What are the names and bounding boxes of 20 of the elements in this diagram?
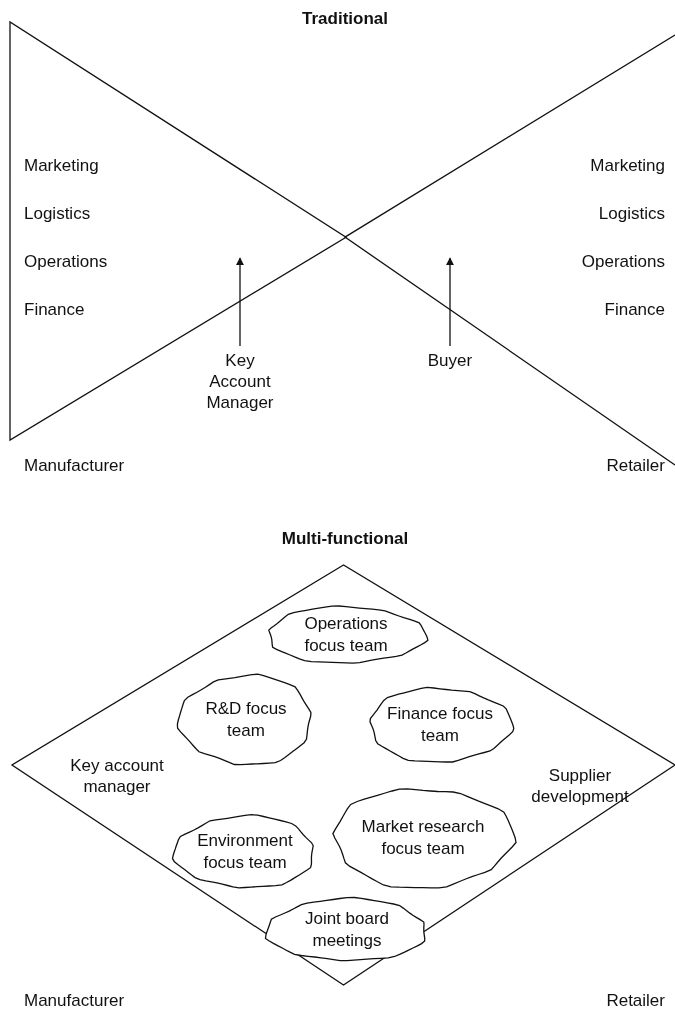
function-label: Finance [604, 299, 665, 320]
function-label: Marketing [24, 155, 99, 176]
panel-heading: Multi-functional [281, 528, 409, 549]
panel-heading: Traditional [302, 8, 388, 29]
role-label: Supplier development [530, 765, 630, 807]
role-label: Key Account Manager [195, 350, 285, 416]
function-label: Marketing [590, 155, 665, 176]
party-label: Manufacturer [24, 990, 125, 1011]
party-label: Retailer [606, 455, 665, 476]
role-label: Buyer [410, 350, 490, 372]
party-label: Manufacturer [24, 455, 125, 476]
function-label: Finance [24, 299, 85, 320]
function-label: Logistics [24, 203, 91, 224]
role-label: Key account manager [69, 755, 165, 797]
function-label: Logistics [598, 203, 665, 224]
arrow [446, 257, 454, 347]
party-label: Retailer [606, 990, 665, 1011]
arrow [236, 257, 244, 347]
function-label: Operations [24, 251, 108, 272]
function-label: Operations [581, 251, 665, 272]
